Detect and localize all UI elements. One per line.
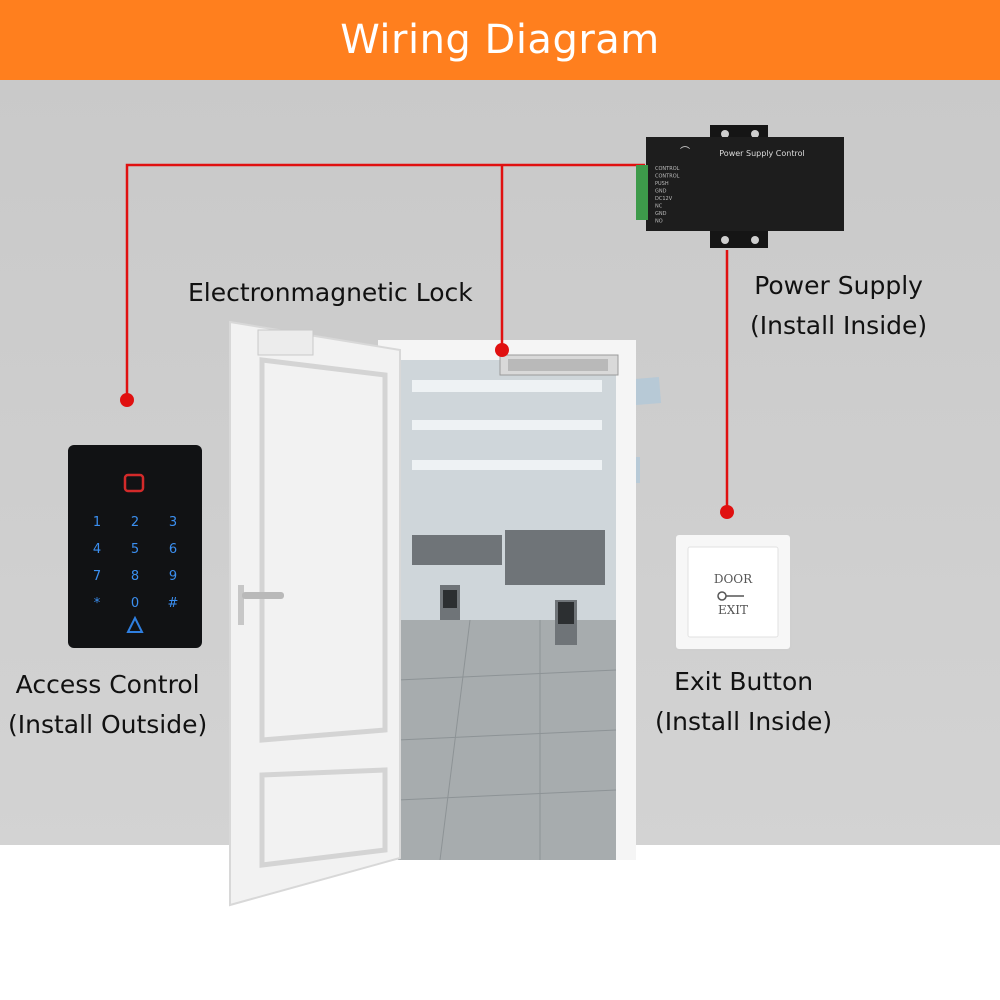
- power-box-terminal-label: NO: [655, 219, 663, 225]
- access-control-keypad: 1 2 3 4 5 6 7 8 9 * 0 #: [68, 445, 202, 648]
- exit-button-device: DOOR EXIT: [674, 533, 792, 651]
- access-control-label-note: (Install Outside): [8, 710, 208, 739]
- keypad-keys: 1 2 3 4 5 6 7 8 9 * 0 #: [93, 515, 179, 611]
- keypad-key: *: [94, 596, 101, 611]
- power-box-terminal-label: GND: [655, 189, 667, 195]
- keypad-key: #: [168, 596, 179, 611]
- access-control-label: Access Control (Install Outside): [8, 665, 207, 745]
- wire-connection-dots: [120, 343, 734, 519]
- keypad-key: 2: [131, 515, 139, 530]
- keypad-key: 3: [169, 515, 177, 530]
- exit-button-label-note: (Install Inside): [655, 707, 833, 736]
- door-frame: [378, 340, 636, 861]
- keypad-key: 5: [131, 542, 139, 557]
- power-supply-box: Power Supply Control ⌒ CONTROLCONTROLPUS…: [636, 125, 844, 248]
- power-box-title: Power Supply Control: [719, 149, 804, 158]
- door-leaf: [229, 320, 401, 907]
- power-box-terminal-label: CONTROL: [655, 174, 680, 180]
- exit-button-label: Exit Button (Install Inside): [655, 662, 832, 742]
- header-bar: Wiring Diagram: [0, 0, 1000, 80]
- power-box-terminal-label: CONTROL: [655, 166, 680, 172]
- keypad-key: 9: [169, 569, 177, 584]
- lock-label-text: Electronmagnetic Lock: [188, 278, 473, 307]
- svg-text:⌒: ⌒: [680, 146, 690, 158]
- page-title: Wiring Diagram: [340, 17, 660, 63]
- electromagnetic-lock: [499, 354, 619, 376]
- keypad-key: 0: [131, 596, 139, 611]
- keypad-key: 6: [169, 542, 177, 557]
- exit-button-exit-text: EXIT: [718, 603, 748, 617]
- keypad-key: 8: [131, 569, 139, 584]
- power-box-terminal-label: DC12V: [655, 196, 673, 202]
- keypad-key: 7: [93, 569, 101, 584]
- floor-background: [0, 845, 1000, 1000]
- power-box-terminal-label: PUSH: [655, 181, 669, 187]
- power-box-terminal-label: GND: [655, 211, 667, 217]
- power-supply-label: Power Supply (Install Inside): [750, 266, 927, 346]
- keypad-key: 4: [93, 542, 101, 557]
- exit-button-door-text: DOOR: [714, 572, 753, 586]
- access-control-label-title: Access Control: [15, 670, 200, 699]
- keypad-key: 1: [93, 515, 101, 530]
- power-supply-label-title: Power Supply: [754, 271, 923, 300]
- lock-label: Electronmagnetic Lock: [188, 273, 473, 313]
- bell-icon: [126, 615, 144, 633]
- power-box-terminal-label: NC: [655, 204, 663, 210]
- exit-button-label-title: Exit Button: [674, 667, 814, 696]
- wires: [125, 163, 729, 512]
- power-supply-label-note: (Install Inside): [750, 311, 928, 340]
